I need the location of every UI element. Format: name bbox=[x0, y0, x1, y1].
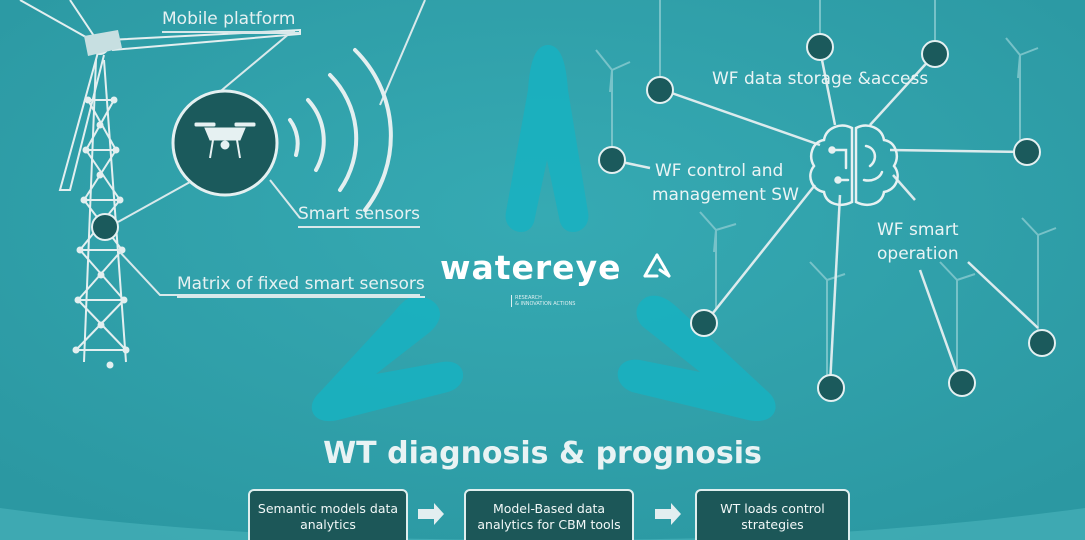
triangle-arrows-icon bbox=[643, 253, 671, 278]
arrow-right-1 bbox=[418, 503, 444, 525]
label-smart-sensors: Smart sensors bbox=[298, 203, 421, 228]
farm-node-3 bbox=[921, 40, 949, 68]
step-semantic-models: Semantic models data analytics bbox=[248, 489, 408, 540]
leader-smart-sensors bbox=[269, 179, 301, 219]
farm-node-7 bbox=[817, 374, 845, 402]
step-model-based: Model-Based data analytics for CBM tools bbox=[464, 489, 634, 540]
leader-top bbox=[379, 0, 426, 106]
drone-icon bbox=[194, 122, 256, 159]
arrow-right-2 bbox=[655, 503, 681, 525]
label-mobile-platform: Mobile platform bbox=[162, 8, 296, 33]
farm-node-1 bbox=[646, 76, 674, 104]
arm-top bbox=[505, 45, 589, 233]
flow-arrows bbox=[418, 503, 681, 525]
diagnosis-title: WT diagnosis & prognosis bbox=[323, 436, 762, 471]
farm-node-2 bbox=[806, 33, 834, 61]
bottom-band bbox=[0, 508, 1085, 540]
farm-node-6 bbox=[690, 309, 718, 337]
label-wf-smart-2: operation bbox=[877, 244, 959, 264]
farm-node-8 bbox=[948, 369, 976, 397]
left-wind-turbine bbox=[19, 0, 301, 369]
step-1-line-2: analytics bbox=[300, 517, 356, 532]
wind-farm-links bbox=[611, 49, 1039, 386]
logo-subtitle: RESEARCH & INNOVATION ACTIONS bbox=[511, 295, 575, 307]
leader-matrix bbox=[117, 249, 420, 296]
brain-icon bbox=[809, 124, 899, 206]
label-wf-data: WF data storage &access bbox=[712, 69, 929, 89]
step-1-line-1: Semantic models data bbox=[257, 501, 399, 516]
link-drone-tower bbox=[117, 181, 191, 223]
watereye-logo: watereye bbox=[440, 248, 674, 287]
watereye-arms-shape bbox=[311, 45, 776, 422]
step-3-line-1: WT loads control bbox=[720, 501, 825, 516]
wind-farm-nodes bbox=[598, 33, 1056, 402]
farm-node-4 bbox=[1013, 138, 1041, 166]
label-wf-control-1: WF control and bbox=[655, 161, 784, 181]
wind-farm-turbines bbox=[595, 0, 1057, 380]
step-2-line-1: Model-Based data bbox=[492, 501, 606, 516]
logo-sub-line-1: RESEARCH bbox=[515, 295, 542, 301]
step-wt-loads: WT loads control strategies bbox=[695, 489, 850, 540]
leader-mobile-diag bbox=[209, 32, 291, 101]
blade-3 bbox=[58, 44, 105, 191]
label-wf-smart-1: WF smart bbox=[877, 220, 959, 240]
label-wf-control-2: management SW bbox=[652, 185, 799, 205]
wifi-waves-icon bbox=[288, 48, 393, 212]
logo-wordmark: watereye bbox=[440, 248, 622, 287]
label-matrix-sensors: Matrix of fixed smart sensors bbox=[177, 273, 425, 298]
step-3-line-2: strategies bbox=[741, 517, 804, 532]
tower-sensor-dots bbox=[72, 96, 130, 369]
mobile-platform-node bbox=[91, 0, 426, 296]
tower-sensor-node bbox=[91, 213, 119, 241]
nacelle bbox=[84, 30, 122, 56]
farm-node-9 bbox=[1028, 329, 1056, 357]
farm-node-5 bbox=[598, 146, 626, 174]
step-2-line-2: analytics for CBM tools bbox=[477, 517, 621, 532]
arm-right bbox=[617, 295, 776, 422]
logo-sub-line-2: & INNOVATION ACTIONS bbox=[515, 301, 576, 307]
arm-left bbox=[311, 295, 464, 422]
